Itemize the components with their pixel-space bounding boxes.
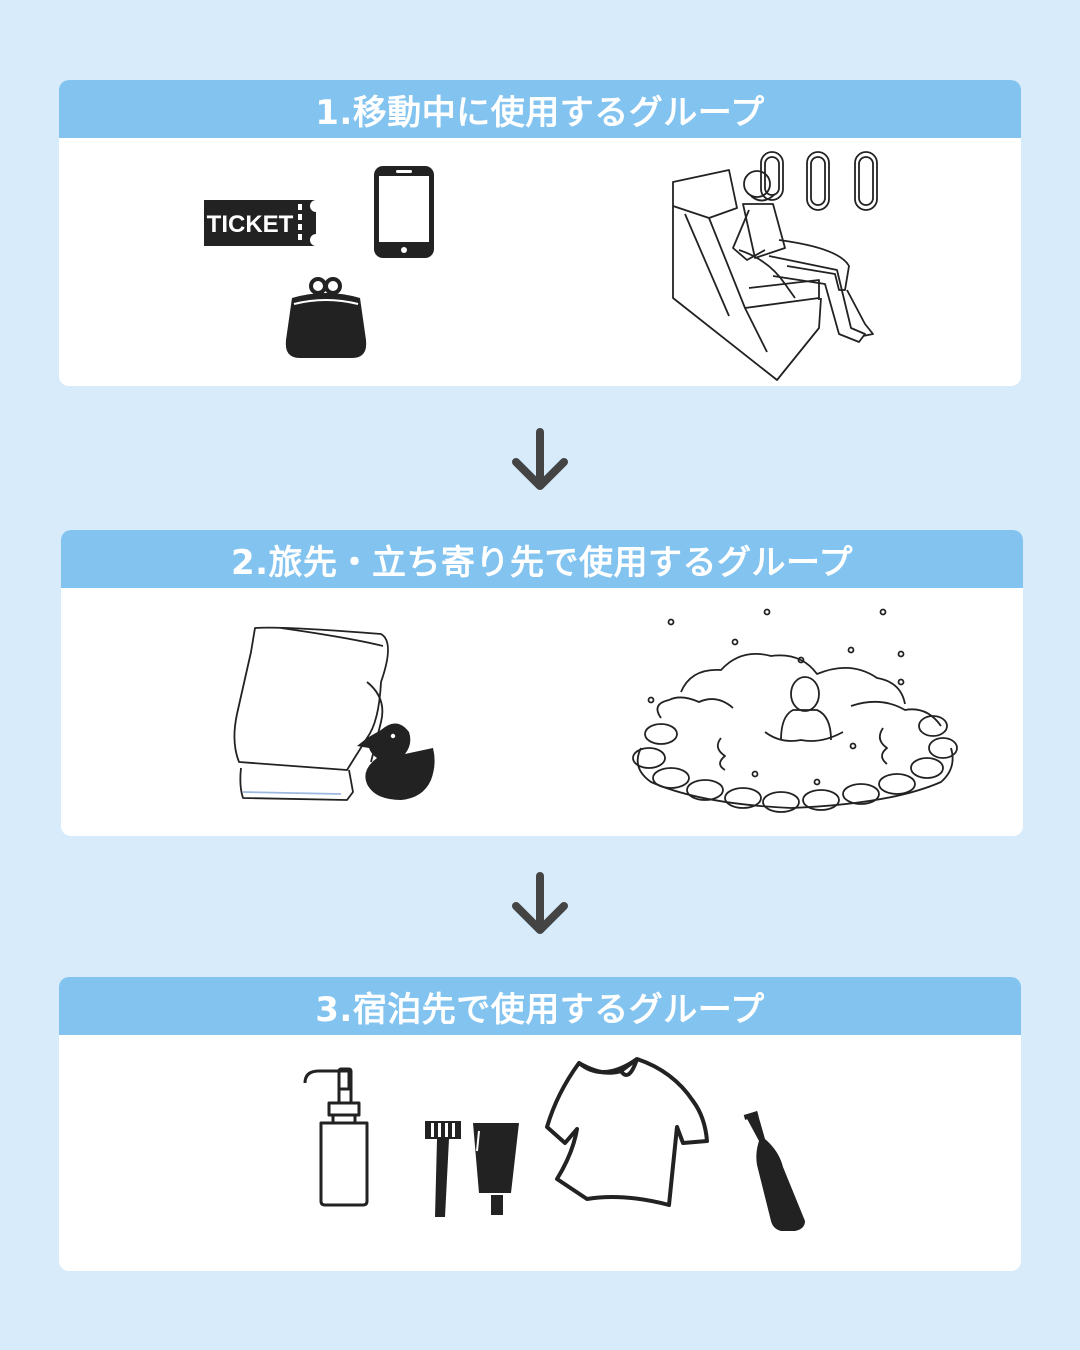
section-card-destination: 2.旅先・立ち寄り先で使用するグループ	[61, 530, 1023, 836]
rubber-duck-icon	[357, 723, 435, 800]
hot-spring-illustration	[632, 608, 958, 813]
ticket-label: TICKET	[207, 211, 294, 238]
toothpaste-icon	[473, 1123, 519, 1215]
coin-purse-icon	[285, 277, 367, 358]
smartphone-icon	[374, 166, 434, 258]
section-title: 1.移動中に使用するグループ	[59, 80, 1021, 138]
arrow-down-icon	[512, 872, 568, 934]
section-body: TICKET	[59, 138, 1021, 386]
arrow-down-icon	[512, 428, 568, 490]
section-card-travel: 1.移動中に使用するグループ TICKET	[59, 80, 1021, 386]
section-title: 3.宿泊先で使用するグループ	[59, 977, 1021, 1035]
towel-icon	[233, 626, 389, 801]
airplane-seat-illustration	[672, 151, 878, 381]
ticket-icon: TICKET	[204, 200, 316, 246]
section-card-lodging: 3.宿泊先で使用するグループ	[59, 977, 1021, 1271]
tshirt-icon	[545, 1057, 709, 1207]
pump-bottle-icon	[303, 1067, 369, 1207]
section-body	[59, 1035, 1021, 1271]
section-title: 2.旅先・立ち寄り先で使用するグループ	[61, 530, 1023, 588]
bottle-icon	[743, 1111, 805, 1231]
toothbrush-icon	[425, 1121, 461, 1217]
section-body	[61, 588, 1023, 836]
